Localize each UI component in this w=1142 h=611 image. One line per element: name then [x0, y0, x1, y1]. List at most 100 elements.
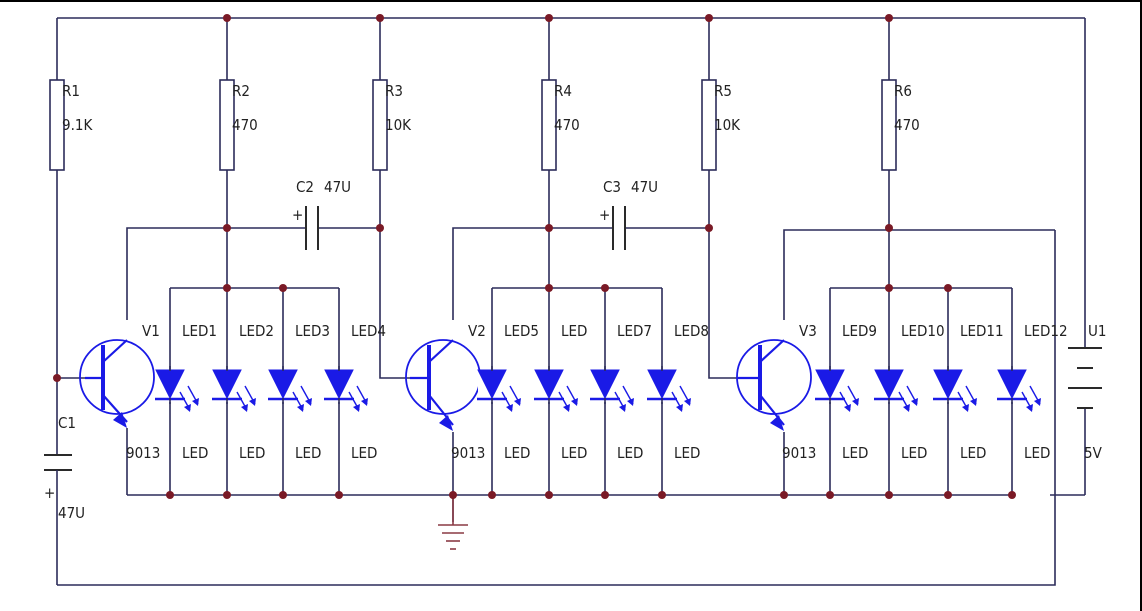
- resistor-value-label: 470: [232, 116, 258, 134]
- capacitor-polarity-mark: +: [599, 206, 610, 224]
- junction-dot: [545, 14, 553, 22]
- junction-dot: [279, 284, 287, 292]
- led-type-label: LED: [617, 444, 643, 462]
- led-type-label: LED: [842, 444, 868, 462]
- junction-dot: [376, 14, 384, 22]
- led-type-label: LED: [351, 444, 377, 462]
- resistor-r6: [881, 79, 897, 171]
- capacitor-polarity-mark: +: [44, 484, 55, 502]
- junction-dot: [279, 491, 287, 499]
- led-type-label: LED: [901, 444, 927, 462]
- transistor-v2: V2 9013: [405, 322, 486, 462]
- junction-dot: [885, 224, 893, 232]
- junction-dot: [1008, 491, 1016, 499]
- junction-dot: [545, 224, 553, 232]
- junction-dot: [223, 284, 231, 292]
- transistor-ref-label: V2: [468, 322, 486, 340]
- capacitor-c1: + C1 47U: [44, 414, 85, 522]
- resistor-r2: [219, 79, 235, 171]
- resistor-value-label: 10K: [385, 116, 412, 134]
- led-ref-label: LED2: [239, 322, 274, 340]
- led-type-label: LED: [561, 444, 587, 462]
- transistor-ref-label: V3: [799, 322, 817, 340]
- transistor-part-label: 9013: [451, 444, 485, 462]
- junction-dot: [944, 284, 952, 292]
- resistor-r4: [541, 79, 557, 171]
- resistor-bodies: [49, 79, 897, 171]
- transistor-ref-label: V1: [142, 322, 160, 340]
- resistor-ref-label: R1: [62, 82, 80, 100]
- battery-u1: U1 5V: [1068, 322, 1106, 462]
- junction-dot: [826, 491, 834, 499]
- led-ref-label: LED8: [674, 322, 709, 340]
- led-ref-label: LED1: [182, 322, 217, 340]
- battery-value-label: 5V: [1084, 444, 1103, 462]
- capacitor-value-label: 47U: [631, 178, 658, 196]
- resistor-ref-label: R4: [554, 82, 572, 100]
- resistor-value-label: 9.1K: [62, 116, 93, 134]
- led-ref-label: LED10: [901, 322, 945, 340]
- capacitor-ref-label: C2: [296, 178, 314, 196]
- resistor-r3: [372, 79, 388, 171]
- led-type-label: LED: [239, 444, 265, 462]
- junction-dot: [944, 491, 952, 499]
- junction-dot: [488, 491, 496, 499]
- resistor-ref-label: R2: [232, 82, 250, 100]
- battery-ref-label: U1: [1088, 322, 1106, 340]
- resistor-value-label: 470: [894, 116, 920, 134]
- resistor-ref-label: R5: [714, 82, 732, 100]
- junction-dot: [545, 491, 553, 499]
- resistor-ref-label: R3: [385, 82, 403, 100]
- led-type-label: LED: [1024, 444, 1050, 462]
- junction-dots: [53, 14, 1016, 499]
- wires: [56, 17, 1086, 586]
- resistor-r1: [49, 79, 65, 171]
- junction-dot: [780, 491, 788, 499]
- capacitor-c2: + C2 47U: [292, 178, 351, 250]
- junction-dot: [223, 14, 231, 22]
- junction-dot: [449, 491, 457, 499]
- junction-dot: [166, 491, 174, 499]
- junction-dot: [223, 224, 231, 232]
- junction-dot: [376, 224, 384, 232]
- led-type-label: LED: [960, 444, 986, 462]
- led-type-label: LED: [674, 444, 700, 462]
- led-ref-label: LED: [561, 322, 587, 340]
- led-ref-label: LED7: [617, 322, 652, 340]
- resistor-r5: [701, 79, 717, 171]
- junction-dot: [601, 491, 609, 499]
- ground-symbol: [438, 495, 468, 550]
- transistor-v3: V3 9013: [736, 322, 817, 462]
- led-ref-label: LED11: [960, 322, 1004, 340]
- led-type-label: LED: [182, 444, 208, 462]
- junction-dot: [885, 491, 893, 499]
- resistor-value-label: 10K: [714, 116, 741, 134]
- resistor-labels: R1 9.1K R2 470 R3 10K R4 470 R5 10K R6 4…: [62, 82, 920, 134]
- capacitor-ref-label: C1: [58, 414, 76, 432]
- junction-dot: [885, 14, 893, 22]
- led-group: LED1LEDLED2LEDLED3LEDLED4LEDLED5LEDLEDLE…: [155, 322, 1068, 462]
- junction-dot: [705, 14, 713, 22]
- capacitor-value-label: 47U: [58, 504, 85, 522]
- led-type-label: LED: [504, 444, 530, 462]
- capacitor-ref-label: C3: [603, 178, 621, 196]
- junction-dot: [601, 284, 609, 292]
- led-ref-label: LED4: [351, 322, 386, 340]
- led-6: LED LED: [534, 322, 587, 462]
- led-ref-label: LED9: [842, 322, 877, 340]
- resistor-value-label: 470: [554, 116, 580, 134]
- capacitor-value-label: 47U: [324, 178, 351, 196]
- transistor-part-label: 9013: [782, 444, 816, 462]
